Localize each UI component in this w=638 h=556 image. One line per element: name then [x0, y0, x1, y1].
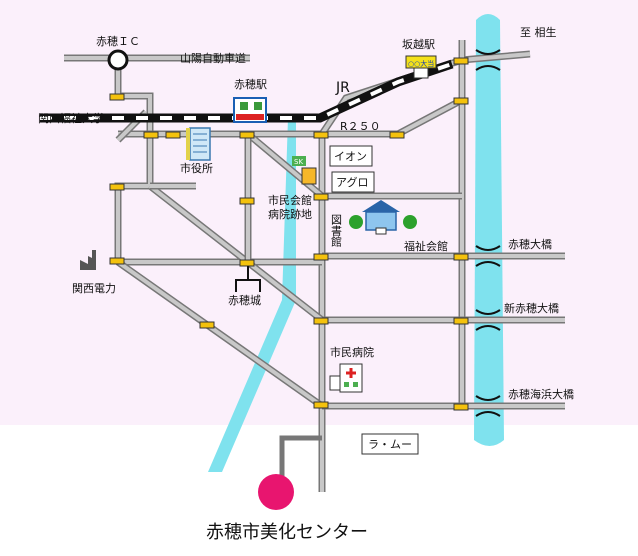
welfare-hall-label: 福祉会館 — [404, 239, 448, 253]
expressway-label: 山陽自動車道 — [180, 51, 246, 65]
svg-text:○○大当: ○○大当 — [408, 59, 434, 68]
hospital-icon — [329, 363, 363, 393]
aeon-label: イオン — [334, 150, 367, 163]
kansai-welfare-univ-label: 関西福祉大学 — [38, 111, 104, 125]
castle-icon — [235, 266, 261, 292]
factory-icon — [80, 250, 96, 270]
aguro-box — [331, 171, 375, 193]
to-aioi-label: 至 相生 — [520, 25, 557, 39]
ako-castle-label: 赤穂城 — [228, 293, 261, 307]
ako-ic-marker — [107, 49, 129, 71]
river-east — [474, 14, 504, 446]
la-mu-box — [361, 433, 419, 455]
canal — [208, 118, 296, 472]
ako-station-label: 赤穂駅 — [234, 77, 267, 91]
aeon-box — [329, 145, 373, 167]
traffic-signals — [109, 57, 469, 411]
civic-hall-site-label-2: 病院跡地 — [268, 207, 312, 221]
library-icon — [349, 200, 417, 235]
station-icon — [233, 97, 267, 123]
target-marker — [258, 474, 294, 510]
sk-shop-icon: SK — [292, 156, 317, 185]
r250-label: R２５０ — [340, 120, 381, 133]
city-hall-icon — [186, 127, 211, 161]
map-title: 赤穂市美化センター — [206, 522, 368, 543]
la-mu-label: ラ・ムー — [368, 438, 412, 451]
ako-bridge-label: 赤穂大橋 — [508, 237, 552, 251]
bridge-marks — [475, 49, 501, 417]
sakoshi-station-label: 坂越駅 — [402, 37, 435, 51]
shin-ako-bridge-label: 新赤穂大橋 — [504, 301, 559, 315]
city-hospital-label: 市民病院 — [330, 345, 374, 359]
sakoshi-station-icon: ○○大当 — [405, 55, 437, 79]
kansai-electric-label: 関西電力 — [72, 282, 116, 295]
ako-kaihin-bridge-label: 赤穂海浜大橋 — [508, 387, 574, 401]
city-hall-label: 市役所 — [180, 161, 213, 175]
civic-hall-site-label-1: 市民会館 — [268, 193, 312, 207]
jr-label: JR — [335, 80, 350, 96]
svg-text:SK: SK — [294, 158, 303, 166]
destination-path — [279, 435, 322, 482]
library-label: 図書館 — [330, 214, 343, 248]
ako-ic-label: 赤穂ＩＣ — [96, 34, 140, 48]
aguro-label: アグロ — [336, 175, 368, 189]
